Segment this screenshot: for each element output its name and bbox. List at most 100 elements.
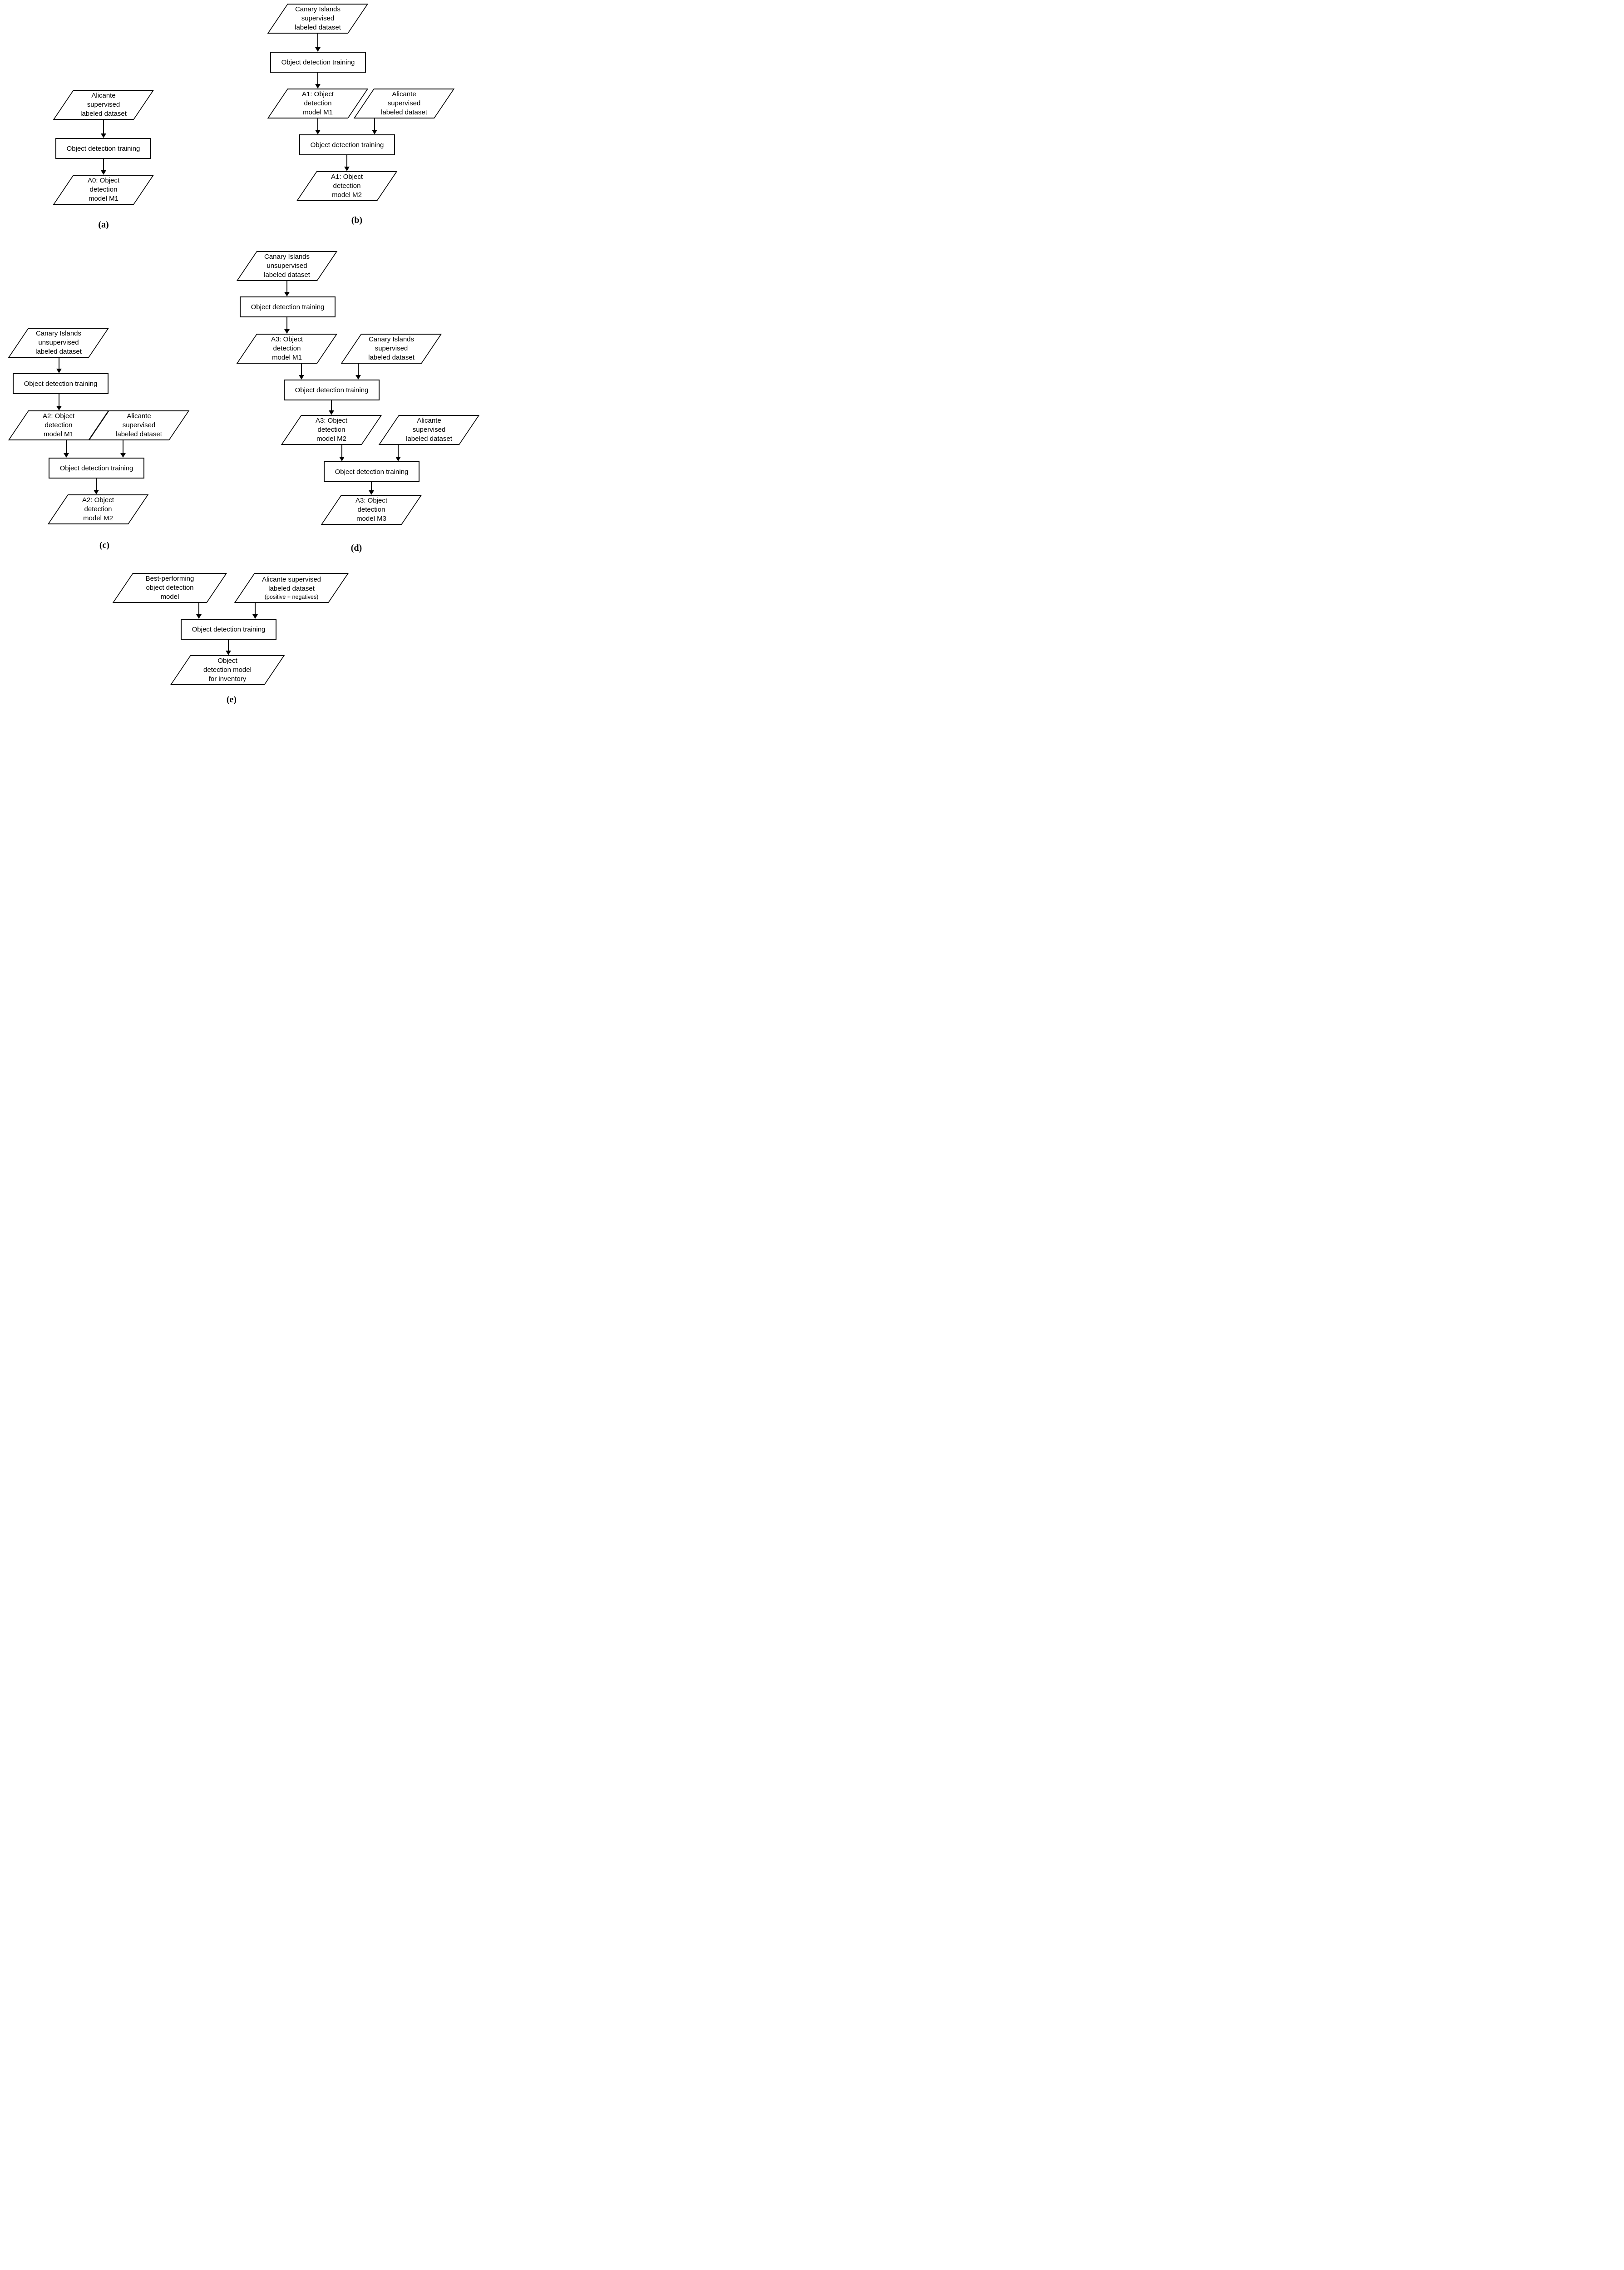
diagram-e-label: (e) (226, 695, 237, 705)
arrow-down-line (371, 482, 372, 491)
diagram-b-training2-text: Object detection training (310, 141, 384, 149)
diagram-d-training2-rect: Object detection training (284, 380, 380, 400)
arrow-down-head-icon (315, 47, 321, 52)
diagram-d-training2-text: Object detection training (295, 386, 369, 394)
diagram-b-model1-text: A1: Object detection model M1 (301, 90, 334, 116)
flowchart-figure: Alicante supervised labeled dataset Obje… (0, 0, 487, 711)
diagram-e-training-text: Object detection training (192, 625, 266, 633)
diagram-a-label: (a) (98, 220, 109, 230)
diagram-a-model-text: A0: Object detection model M1 (87, 177, 120, 202)
arrow-down-head-icon (101, 133, 106, 138)
diagram-c-dataset2-text: Alicante supervised labeled dataset (116, 412, 162, 438)
arrow-down-line (301, 364, 302, 375)
diagram-a-model-parallelogram: A0: Object detection model M1 (53, 175, 154, 205)
diagram-c-training2-rect: Object detection training (49, 458, 144, 479)
diagram-d-dataset1-text: Canary Islands unsupervised labeled data… (264, 253, 310, 279)
arrow-down-line (398, 445, 399, 457)
arrow-down-head-icon (355, 375, 361, 380)
diagram-e-dataset-note-text: (positive + negatives) (264, 594, 319, 600)
diagram-b-training1-text: Object detection training (281, 58, 355, 66)
diagram-d-dataset1-parallelogram: Canary Islands unsupervised labeled data… (236, 251, 338, 281)
arrow-down-head-icon (344, 167, 350, 171)
arrow-down-head-icon (56, 369, 62, 373)
diagram-d-dataset3-parallelogram: Alicante supervised labeled dataset (378, 415, 480, 445)
diagram-b-training2-rect: Object detection training (299, 134, 395, 155)
arrow-down-head-icon (395, 457, 401, 461)
arrow-down-line (198, 603, 199, 615)
arrow-down-head-icon (64, 453, 69, 458)
diagram-c-training1-rect: Object detection training (13, 373, 109, 394)
diagram-d-training3-rect: Object detection training (324, 461, 420, 482)
diagram-d-dataset3-text: Alicante supervised labeled dataset (406, 417, 452, 443)
diagram-d-model1-parallelogram: A3: Object detection model M1 (236, 334, 338, 364)
arrow-down-head-icon (101, 170, 106, 175)
arrow-down-line (286, 317, 287, 330)
arrow-down-line (103, 120, 104, 134)
arrow-down-head-icon (284, 292, 290, 296)
diagram-e-input-model-parallelogram: Best-performing object detection model (112, 573, 227, 603)
diagram-b-dataset1-parallelogram: Canary Islands supervised labeled datase… (267, 4, 369, 34)
diagram-c-dataset1-parallelogram: Canary Islands unsupervised labeled data… (8, 328, 109, 358)
diagram-b-label: (b) (351, 215, 363, 225)
diagram-c-training1-text: Object detection training (24, 380, 98, 388)
diagram-b-model2-text: A1: Object detection model M2 (331, 173, 363, 199)
diagram-c-training2-text: Object detection training (59, 464, 133, 472)
diagram-e-training-rect: Object detection training (181, 619, 276, 640)
diagram-d-model3-parallelogram: A3: Object detection model M3 (321, 495, 422, 525)
arrow-down-line (346, 155, 347, 167)
diagram-c-model2-parallelogram: A2: Object detection model M2 (47, 494, 149, 524)
diagram-d-training1-text: Object detection training (251, 303, 325, 311)
diagram-c-model1-text: A2: Object detection model M1 (42, 412, 75, 438)
arrow-down-line (228, 640, 229, 651)
diagram-d-model2-text: A3: Object detection model M2 (315, 417, 348, 443)
arrow-down-head-icon (369, 490, 374, 495)
arrow-down-line (341, 445, 342, 457)
arrow-down-line (255, 603, 256, 615)
diagram-a-dataset-text: Alicante supervised labeled dataset (80, 92, 127, 118)
diagram-e-output-model-text: Object detection model for inventory (203, 657, 252, 683)
diagram-c-dataset1-text: Canary Islands unsupervised labeled data… (35, 330, 82, 355)
arrow-down-head-icon (315, 130, 321, 134)
arrow-down-head-icon (196, 614, 202, 619)
diagram-b-model1-parallelogram: A1: Object detection model M1 (267, 89, 369, 118)
arrow-down-head-icon (226, 651, 231, 655)
diagram-e-dataset-text: Alicante supervised labeled dataset (pos… (245, 574, 338, 602)
diagram-b-training1-rect: Object detection training (270, 52, 366, 73)
arrow-down-line (103, 159, 104, 171)
diagram-c-label: (c) (99, 540, 110, 550)
diagram-e-input-model-text: Best-performing object detection model (145, 575, 194, 601)
diagram-d-training1-rect: Object detection training (240, 296, 336, 317)
arrow-down-line (317, 34, 318, 48)
arrow-down-head-icon (372, 130, 377, 134)
diagram-d-model1-text: A3: Object detection model M1 (271, 336, 303, 361)
arrow-down-head-icon (299, 375, 304, 380)
diagram-d-label: (d) (350, 543, 362, 553)
diagram-e-output-model-parallelogram: Object detection model for inventory (170, 655, 285, 685)
arrow-down-head-icon (315, 84, 321, 89)
diagram-e-dataset-parallelogram: Alicante supervised labeled dataset (pos… (234, 573, 349, 603)
arrow-down-line (317, 73, 318, 84)
arrow-down-head-icon (252, 614, 258, 619)
arrow-down-line (317, 118, 318, 130)
arrow-down-head-icon (284, 329, 290, 334)
diagram-d-training3-text: Object detection training (335, 468, 409, 476)
diagram-a-training-rect: Object detection training (55, 138, 151, 159)
diagram-c-model2-text: A2: Object detection model M2 (82, 496, 114, 522)
arrow-down-line (286, 281, 287, 292)
diagram-d-model2-parallelogram: A3: Object detection model M2 (281, 415, 382, 445)
diagram-e-dataset-main-text: Alicante supervised labeled dataset (262, 576, 321, 592)
diagram-d-dataset2-text: Canary Islands supervised labeled datase… (368, 336, 415, 361)
arrow-down-line (358, 364, 359, 375)
arrow-down-head-icon (339, 457, 345, 461)
diagram-d-dataset2-parallelogram: Canary Islands supervised labeled datase… (341, 334, 442, 364)
arrow-down-head-icon (56, 406, 62, 410)
arrow-down-line (331, 400, 332, 411)
arrow-down-line (374, 118, 375, 130)
arrow-down-head-icon (329, 410, 334, 415)
diagram-b-dataset2-parallelogram: Alicante supervised labeled dataset (353, 89, 455, 118)
diagram-a-dataset-parallelogram: Alicante supervised labeled dataset (53, 90, 154, 120)
arrow-down-line (96, 479, 97, 490)
arrow-down-head-icon (94, 490, 99, 494)
diagram-b-dataset1-text: Canary Islands supervised labeled datase… (295, 5, 341, 31)
arrow-down-head-icon (120, 453, 126, 458)
